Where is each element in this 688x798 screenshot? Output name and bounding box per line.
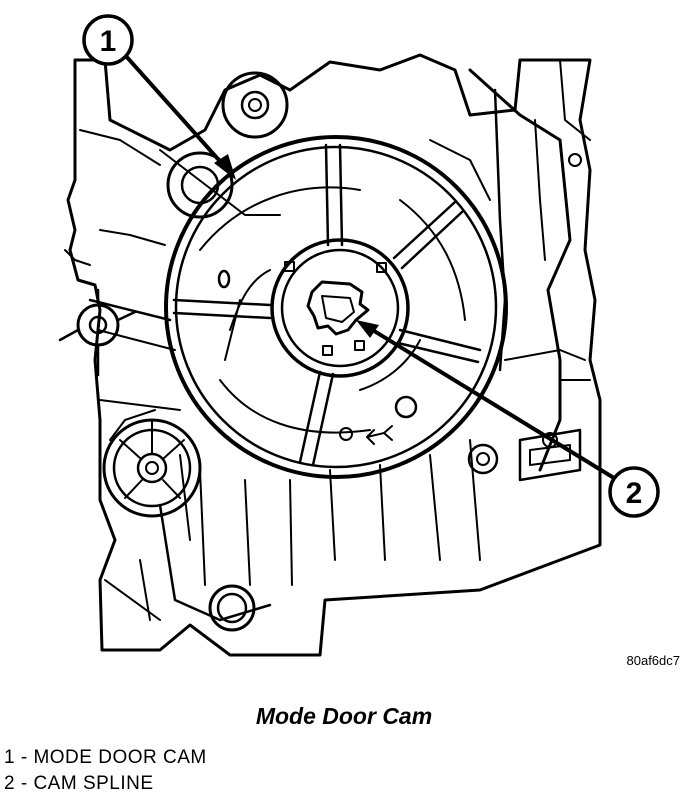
callout-2-leader-line: [364, 324, 616, 480]
callout-1-leader-line: [123, 53, 228, 170]
callout-1: 1: [82, 14, 134, 66]
callout-2: 2: [608, 466, 660, 518]
mode-door-cam-illustration: 1 2: [58, 14, 660, 657]
illustration-svg: 1 2: [58, 14, 660, 657]
image-reference-code: 80af6dc7: [626, 653, 681, 668]
callout-1-number: 1: [100, 25, 117, 58]
callout-2-number: 2: [626, 477, 643, 510]
callout-2-arrowhead: [356, 320, 379, 338]
figure-caption: Mode Door Cam: [255, 703, 433, 729]
legend-item-cam-spline: 2 - CAM SPLINE: [4, 773, 154, 794]
housing-drawing: [58, 53, 602, 657]
legend-item-mode-door-cam: 1 - MODE DOOR CAM: [4, 747, 207, 768]
legend: 1 - MODE DOOR CAM 2 - CAM SPLINE: [4, 745, 207, 797]
callout-2-circle: [608, 466, 660, 518]
callout-1-arrowhead: [214, 154, 236, 180]
callout-1-circle: [82, 14, 134, 66]
